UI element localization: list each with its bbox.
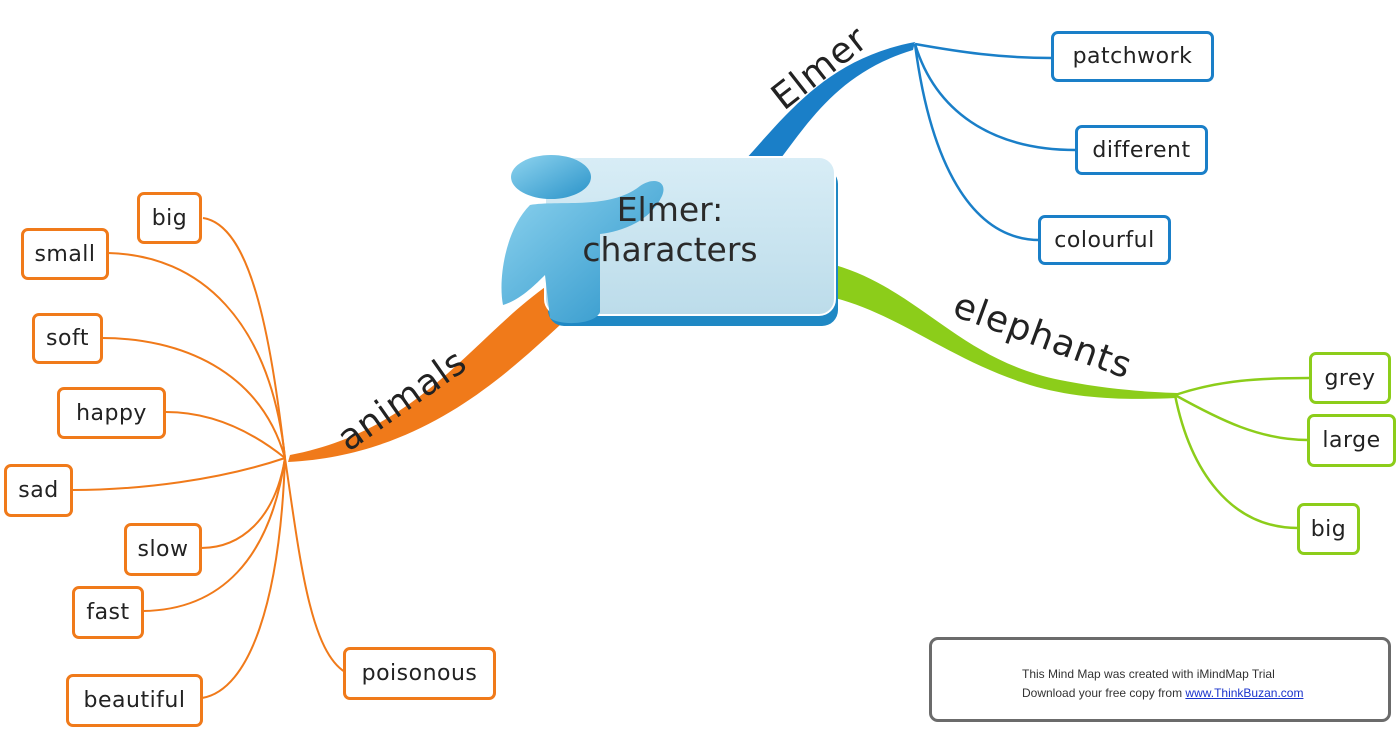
node-large[interactable]: large (1307, 414, 1396, 467)
central-title-line2: characters (582, 230, 758, 269)
elmer-sub-branches (913, 42, 1077, 242)
node-sad[interactable]: sad (4, 464, 73, 517)
node-small[interactable]: small (21, 228, 109, 280)
node-grey[interactable]: grey (1309, 352, 1391, 404)
node-slow[interactable]: slow (124, 523, 202, 576)
node-soft[interactable]: soft (32, 313, 103, 364)
trial-line2: Download your free copy from www.ThinkBu… (1022, 686, 1303, 700)
central-image (501, 155, 838, 326)
node-beautiful[interactable]: beautiful (66, 674, 203, 727)
animals-sub-branches (71, 217, 346, 699)
trial-line1: This Mind Map was created with iMindMap … (1022, 667, 1275, 681)
thinkbuzan-link[interactable]: www.ThinkBuzan.com (1185, 686, 1304, 700)
trial-notice: This Mind Map was created with iMindMap … (929, 637, 1391, 722)
node-colourful[interactable]: colourful (1038, 215, 1171, 265)
node-happy[interactable]: happy (57, 387, 166, 439)
node-big-animals[interactable]: big (137, 192, 202, 244)
trial-line2-prefix: Download your free copy from (1022, 686, 1186, 700)
branch-elmer (745, 42, 915, 162)
elephants-sub-branches (1173, 376, 1311, 530)
central-title-line1: Elmer: (616, 190, 724, 229)
branch-elephants (835, 265, 1178, 399)
node-big-elephants[interactable]: big (1297, 503, 1360, 555)
person-pointing-board-icon (501, 155, 664, 324)
node-poisonous[interactable]: poisonous (343, 647, 496, 700)
node-patchwork[interactable]: patchwork (1051, 31, 1214, 82)
node-different[interactable]: different (1075, 125, 1208, 175)
node-fast[interactable]: fast (72, 586, 144, 639)
branch-animals (288, 285, 560, 462)
central-topic-title[interactable]: Elmer: characters (560, 190, 780, 270)
